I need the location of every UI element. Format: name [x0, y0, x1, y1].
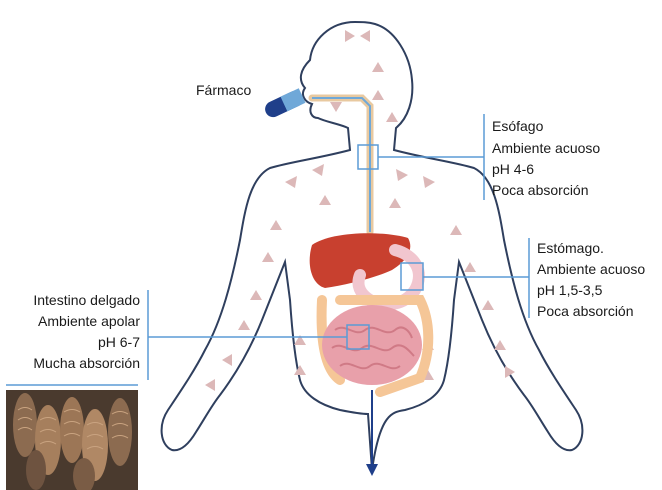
intestine-micrograph [6, 390, 138, 490]
stomach-title: Estómago. [537, 238, 604, 259]
capsule-icon [262, 88, 305, 119]
drug-label: Fármaco [196, 80, 251, 101]
stomach-absorption: Poca absorción [537, 301, 634, 322]
esophagus-title: Esófago [492, 116, 543, 137]
esophagus-absorption: Poca absorción [492, 180, 589, 201]
stomach-environment: Ambiente acuoso [537, 259, 645, 280]
intestine-environment: Ambiente apolar [6, 311, 140, 332]
esophagus-environment: Ambiente acuoso [492, 138, 600, 159]
esophagus-ph: pH 4-6 [492, 159, 534, 180]
intestine-absorption: Mucha absorción [6, 353, 140, 374]
intestine-title: Intestino delgado [6, 290, 140, 311]
stomach-ph: pH 1,5-3,5 [537, 280, 602, 301]
intestine-ph: pH 6-7 [6, 332, 140, 353]
